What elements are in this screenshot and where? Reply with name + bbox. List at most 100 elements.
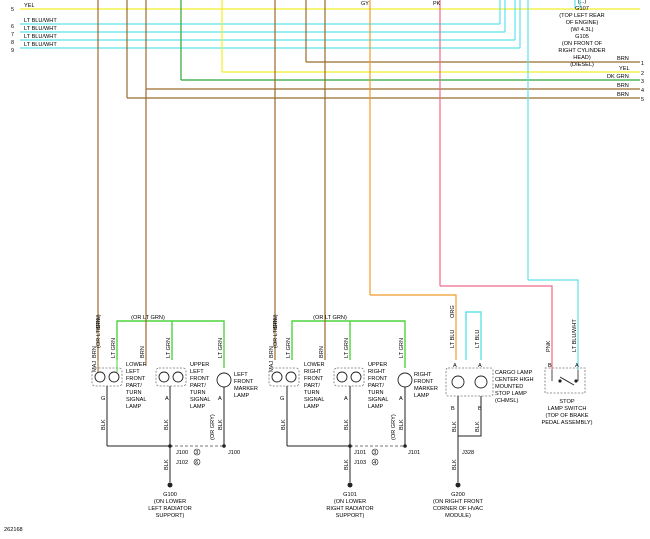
right-upper-name-5: SIGNAL [368, 397, 389, 403]
ground-g101-l0: (ON LOWER [334, 499, 366, 505]
left-upper-name-3: PART/ [190, 383, 206, 389]
wire-num-r4: 4 [641, 88, 644, 94]
note-line-6: (ON FRONT OF [562, 41, 603, 47]
right-lower-name-6: LAMP [304, 404, 320, 410]
left-lamp2-wire: BRN [140, 346, 146, 358]
wire-label-r4: BRN [617, 83, 629, 89]
right-lower-bulb-2 [285, 371, 297, 383]
wire-label-r3: DK GRN [607, 74, 629, 80]
left-j100: J100 [176, 450, 188, 456]
right-lower-name-4: TURN [304, 390, 320, 396]
right-ground-blk: BLK [344, 459, 350, 470]
left-lower-bulb-1 [94, 371, 106, 383]
wire-num-r2: 2 [641, 71, 644, 77]
left-lower-name-2: FRONT [126, 376, 146, 382]
right-lower-pin-g: G [280, 396, 284, 402]
left-marker-orgry: (OR GRY) [210, 414, 216, 440]
right-lower-lamp [268, 367, 300, 446]
left-lamp1-wire2: LT GRN [111, 338, 117, 358]
right-lamp3-wire: LT GRN [399, 338, 405, 358]
left-upper-lamp-box [155, 367, 187, 387]
left-lower-blk: BLK [101, 419, 107, 430]
chmsl-bulb [474, 375, 488, 389]
ground-g200-symbol [455, 482, 461, 488]
left-lower-lamp [91, 360, 123, 446]
ground-g100-l0: (ON LOWER [154, 499, 186, 505]
left-upper-lamp [145, 360, 187, 446]
left-lower-name-3: PART/ [126, 383, 142, 389]
ground-g101-symbol [347, 482, 353, 488]
left-marker-name-0: LEFT [234, 372, 248, 378]
right-lower-name-2: FRONT [304, 376, 324, 382]
right-lamp1-pin: MAJ [269, 361, 275, 372]
right-conn-num-2: 4 [373, 460, 376, 466]
right-upper-name-0: UPPER [368, 362, 387, 368]
left-lower-bulb-2 [108, 371, 120, 383]
cargo-ltblu-label-1: LT BLU [450, 330, 456, 348]
wire-label-8: LT BLU/WHT [24, 34, 57, 40]
cargo-name-1: CENTER HIGH [495, 377, 534, 383]
right-j101: J101 [354, 450, 366, 456]
note-line-2: (TOP LEFT REAR [559, 13, 604, 19]
right-upper-blk: BLK [344, 419, 350, 430]
top-gy-label: GY [361, 1, 369, 7]
cargo-ltblu-label-2: LT BLU [475, 330, 481, 348]
switch-blade [559, 376, 575, 386]
left-green-bridge [116, 320, 225, 368]
left-lamp1-pin: MAJ [92, 361, 98, 372]
switch-ltbluwht-label: LT BLU/WHT [572, 319, 578, 352]
left-upper-name-5: SIGNAL [190, 397, 211, 403]
cargo-ground-blk: BLK [452, 459, 458, 470]
ground-g200-l2: MODULE) [445, 513, 471, 519]
right-marker-orgry: (OR GRY) [391, 414, 397, 440]
right-marker-pin-a: A [399, 396, 403, 402]
right-upper-name-6: LAMP [368, 404, 384, 410]
wire-num-5: 5 [11, 7, 14, 13]
left-lamp1-wire: BRN [92, 346, 98, 358]
figure-id: 262168 [4, 527, 23, 533]
wire-num-r3: 3 [641, 79, 644, 85]
left-lower-name-4: TURN [126, 390, 142, 396]
right-lamp1-wire: BRN [269, 346, 275, 358]
left-upper-name-6: LAMP [190, 404, 206, 410]
left-conn-num-ring-1 [193, 448, 201, 456]
right-lamp2-wire2: LT GRN [344, 338, 350, 358]
wire-label-7: LT BLU/WHT [24, 26, 57, 32]
wire-num-7: 7 [11, 32, 14, 38]
left-conn-num-2: 6 [195, 460, 198, 466]
cargo-name-4: (CHMSL) [495, 398, 518, 404]
left-orltgrn-label: (OR LT GRN) [96, 314, 102, 348]
switch-contact-1 [558, 379, 562, 383]
right-lamp2-wire: BRN [319, 346, 325, 358]
switch-name-0: STOP [559, 399, 574, 405]
cargo-org-wire [370, 294, 457, 360]
left-upper-name-2: FRONT [190, 376, 210, 382]
right-upper-bulb-1 [336, 371, 348, 383]
note-line-5: G105 [575, 34, 589, 40]
wire-num-6: 6 [11, 24, 14, 30]
left-marker-bulb [216, 372, 232, 388]
wire-label-r2: YEL [619, 66, 630, 72]
wire-num-r1: 1 [641, 61, 644, 67]
right-marker-name-0: RIGHT [414, 372, 432, 378]
ground-g100-l2: SUPPORT) [156, 513, 185, 519]
left-marker-name-3: LAMP [234, 393, 250, 399]
ground-g200-id: G200 [451, 492, 465, 498]
right-conn-num-1: 3 [373, 450, 376, 456]
wire-label-6: LT BLU/WHT [24, 18, 57, 24]
right-bridge-label: (OR LT GRN) [313, 315, 347, 321]
right-upper-name-4: TURN [368, 390, 384, 396]
right-upper-name-3: PART/ [368, 383, 384, 389]
right-lower-name-1: RIGHT [304, 369, 322, 375]
right-lower-lamp-box [268, 367, 300, 387]
left-lamp2-wire2: LT GRN [166, 338, 172, 358]
switch-contact-2 [574, 379, 578, 383]
left-brn-label-top: BRN [96, 318, 102, 330]
cargo-ltblu-loop [465, 311, 482, 360]
right-j103: J103 [354, 460, 366, 466]
switch-pnk-wire [440, 285, 553, 370]
right-upper-lamp-box [333, 367, 365, 387]
right-green-bridge [291, 320, 406, 368]
ground-g200-l1: CORNER OF HVAC [433, 506, 483, 512]
